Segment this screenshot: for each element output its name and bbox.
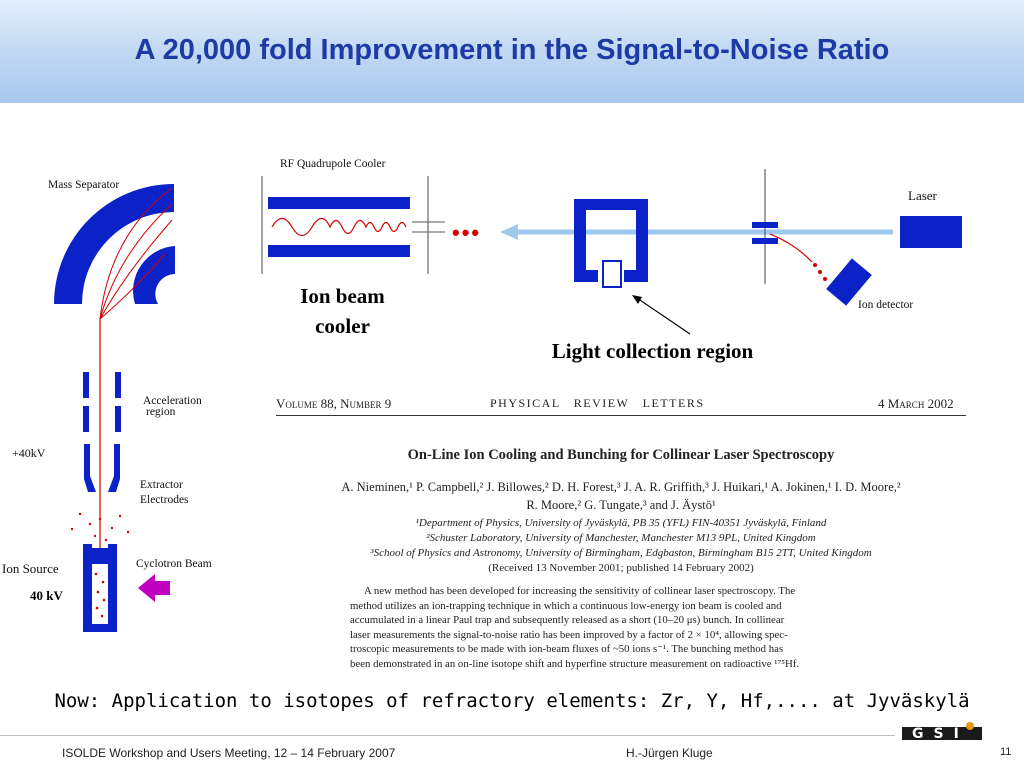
deflected-ion-path (769, 233, 813, 263)
extracted-ion-dots: ••• (452, 220, 482, 245)
ion-source-particles (70, 512, 130, 618)
label-laser: Laser (908, 188, 937, 203)
laser-beam-arrowhead (500, 224, 518, 240)
label-rf-cooler: RF Quadrupole Cooler (280, 158, 386, 170)
abstract-line: A new method has been developed for incr… (364, 585, 796, 597)
cooler-rod-bottom (268, 245, 410, 257)
abstract-line: accumulated in a linear Paul trap and su… (350, 614, 785, 626)
cooler-extraction-lens (412, 221, 445, 233)
cooler-rod-top (268, 197, 410, 209)
ion-source-body-right (100, 544, 117, 632)
ion-source-body (83, 544, 100, 632)
label-acceleration-region: region (146, 406, 176, 418)
accel-electrode-r1 (115, 372, 121, 398)
abstract-line: laser measurements the signal-to-noise r… (350, 628, 788, 641)
label-ion-detector: Ion detector (858, 299, 914, 311)
gsi-logo-text: GSI (912, 726, 969, 742)
accel-electrode-l1 (83, 372, 89, 398)
cyclotron-beam-arrow (138, 574, 170, 602)
label-light-collection: Light collection region (551, 339, 754, 363)
accel-electrode-l2 (83, 406, 89, 432)
label-voltage: +40kV (12, 446, 46, 460)
paper-date: 4 March 2002 (878, 396, 954, 411)
label-electrodes: Electrodes (140, 494, 189, 506)
paper-title: On-Line Ion Cooling and Bunching for Col… (407, 447, 835, 463)
paper-journal: PHYSICAL REVIEW LETTERS (490, 396, 705, 410)
beam-trajectories (99, 187, 173, 374)
label-mass-separator: Mass Separator (48, 179, 120, 191)
label-ion-beam-cooler: Ion beam cooler (270, 281, 415, 341)
paper-affiliation-1: ¹Department of Physics, University of Jy… (415, 517, 827, 529)
ion-detector-box (826, 258, 872, 306)
label-cyclotron-beam: Cyclotron Beam (136, 558, 212, 570)
label-ion-source: Ion Source (2, 561, 59, 576)
paper-received: (Received 13 November 2001; published 14… (488, 562, 754, 574)
slide-subtitle: Now: Application to isotopes of refracto… (54, 690, 970, 712)
footer-author: H.-Jürgen Kluge (626, 746, 713, 760)
extractor-electrode-left (84, 444, 96, 492)
deflected-ions (813, 263, 827, 281)
light-collection-chamber (574, 199, 648, 282)
paper-volume: Volume 88, Number 9 (276, 396, 392, 411)
label-ion-beam: Ion beam (300, 284, 385, 308)
deflector-plate-bottom (752, 238, 778, 244)
footer-event: ISOLDE Workshop and Users Meeting, 12 – … (62, 746, 396, 760)
slide-title: A 20,000 fold Improvement in the Signal-… (134, 34, 890, 66)
label-acceleration: Acceleration (143, 395, 202, 407)
footer-divider (0, 735, 895, 736)
gsi-logo-dot (966, 722, 974, 730)
abstract-line: method utilizes an ion-trapping techniqu… (350, 599, 782, 612)
paper-abstract: A new method has been developed for incr… (350, 584, 910, 671)
abstract-line: troscopic measurements to be made with i… (350, 643, 784, 655)
mass-separator-magnet-inner (133, 246, 175, 304)
ion-source-cap (88, 548, 112, 564)
label-40kv: 40 kV (30, 588, 63, 603)
apparatus-diagram (54, 169, 962, 632)
abstract-line: been demonstrated in an on-line isotope … (350, 657, 800, 670)
laser-box (900, 216, 962, 248)
paper-authors-1: A. Nieminen,¹ P. Campbell,² J. Billowes,… (341, 480, 901, 494)
paper-rule (276, 415, 966, 416)
paper-authors-2: R. Moore,² G. Tungate,³ and J. Äystö¹ (526, 498, 716, 512)
photomultiplier (602, 260, 622, 288)
light-pointer (633, 295, 691, 335)
cooler-beam-oscillation (271, 217, 407, 237)
paper-affiliation-3: ³School of Physics and Astronomy, Univer… (370, 547, 872, 559)
header-band (0, 0, 1024, 103)
paper-affiliation-2: ²Schuster Laboratory, University of Manc… (426, 532, 816, 544)
accel-electrode-r2 (115, 406, 121, 432)
deflector-plate-top (752, 222, 778, 228)
label-extractor: Extractor (140, 479, 183, 491)
extractor-electrode-right (108, 444, 120, 492)
label-cooler: cooler (315, 314, 370, 338)
page-number: 11 (1000, 746, 1012, 758)
gsi-logo: GSI (902, 722, 982, 744)
light-pointer-head (632, 295, 642, 304)
